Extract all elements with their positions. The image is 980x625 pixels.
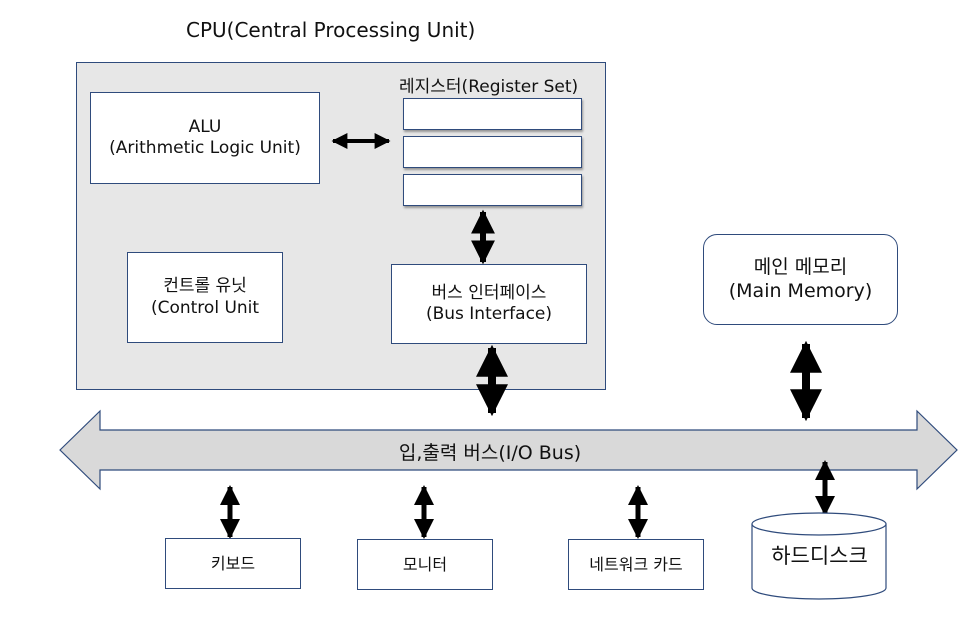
hard-disk-cylinder <box>751 512 887 600</box>
keyboard-label: 키보드 <box>210 553 256 573</box>
monitor-label: 모니터 <box>402 554 448 574</box>
keyboard-box: 키보드 <box>165 538 301 589</box>
network-card-box: 네트워크 카드 <box>568 539 704 590</box>
bus-interface-sublabel: (Bus Interface) <box>425 304 553 324</box>
alu-sublabel: (Arithmetic Logic Unit) <box>109 138 301 158</box>
bus-interface-box: 버스 인터페이스 (Bus Interface) <box>391 264 587 344</box>
monitor-box: 모니터 <box>357 539 493 590</box>
alu-label: ALU <box>188 116 222 137</box>
control-unit-sublabel: (Control Unit <box>150 297 260 318</box>
main-memory-label: 메인 메모리 <box>753 255 848 278</box>
network-card-label: 네트워크 카드 <box>589 554 683 574</box>
io-bus-arrow <box>59 409 958 491</box>
main-memory-box: 메인 메모리 (Main Memory) <box>703 234 898 325</box>
bus-interface-label: 버스 인터페이스 <box>431 282 547 303</box>
control-unit-box: 컨트롤 유닛 (Control Unit <box>127 252 283 343</box>
main-memory-sublabel: (Main Memory) <box>728 279 873 302</box>
register-set-label: 레지스터(Register Set) <box>399 77 579 97</box>
register-slot <box>403 136 582 168</box>
register-slot <box>403 174 582 206</box>
control-unit-label: 컨트롤 유닛 <box>163 276 247 297</box>
register-slot <box>403 98 582 130</box>
diagram-title: CPU(Central Processing Unit) <box>186 18 476 42</box>
alu-box: ALU (Arithmetic Logic Unit) <box>90 92 320 184</box>
hard-disk-label: 하드디스크 <box>771 544 868 568</box>
io-bus-label: 입,출력 버스(I/O Bus) <box>398 442 582 464</box>
